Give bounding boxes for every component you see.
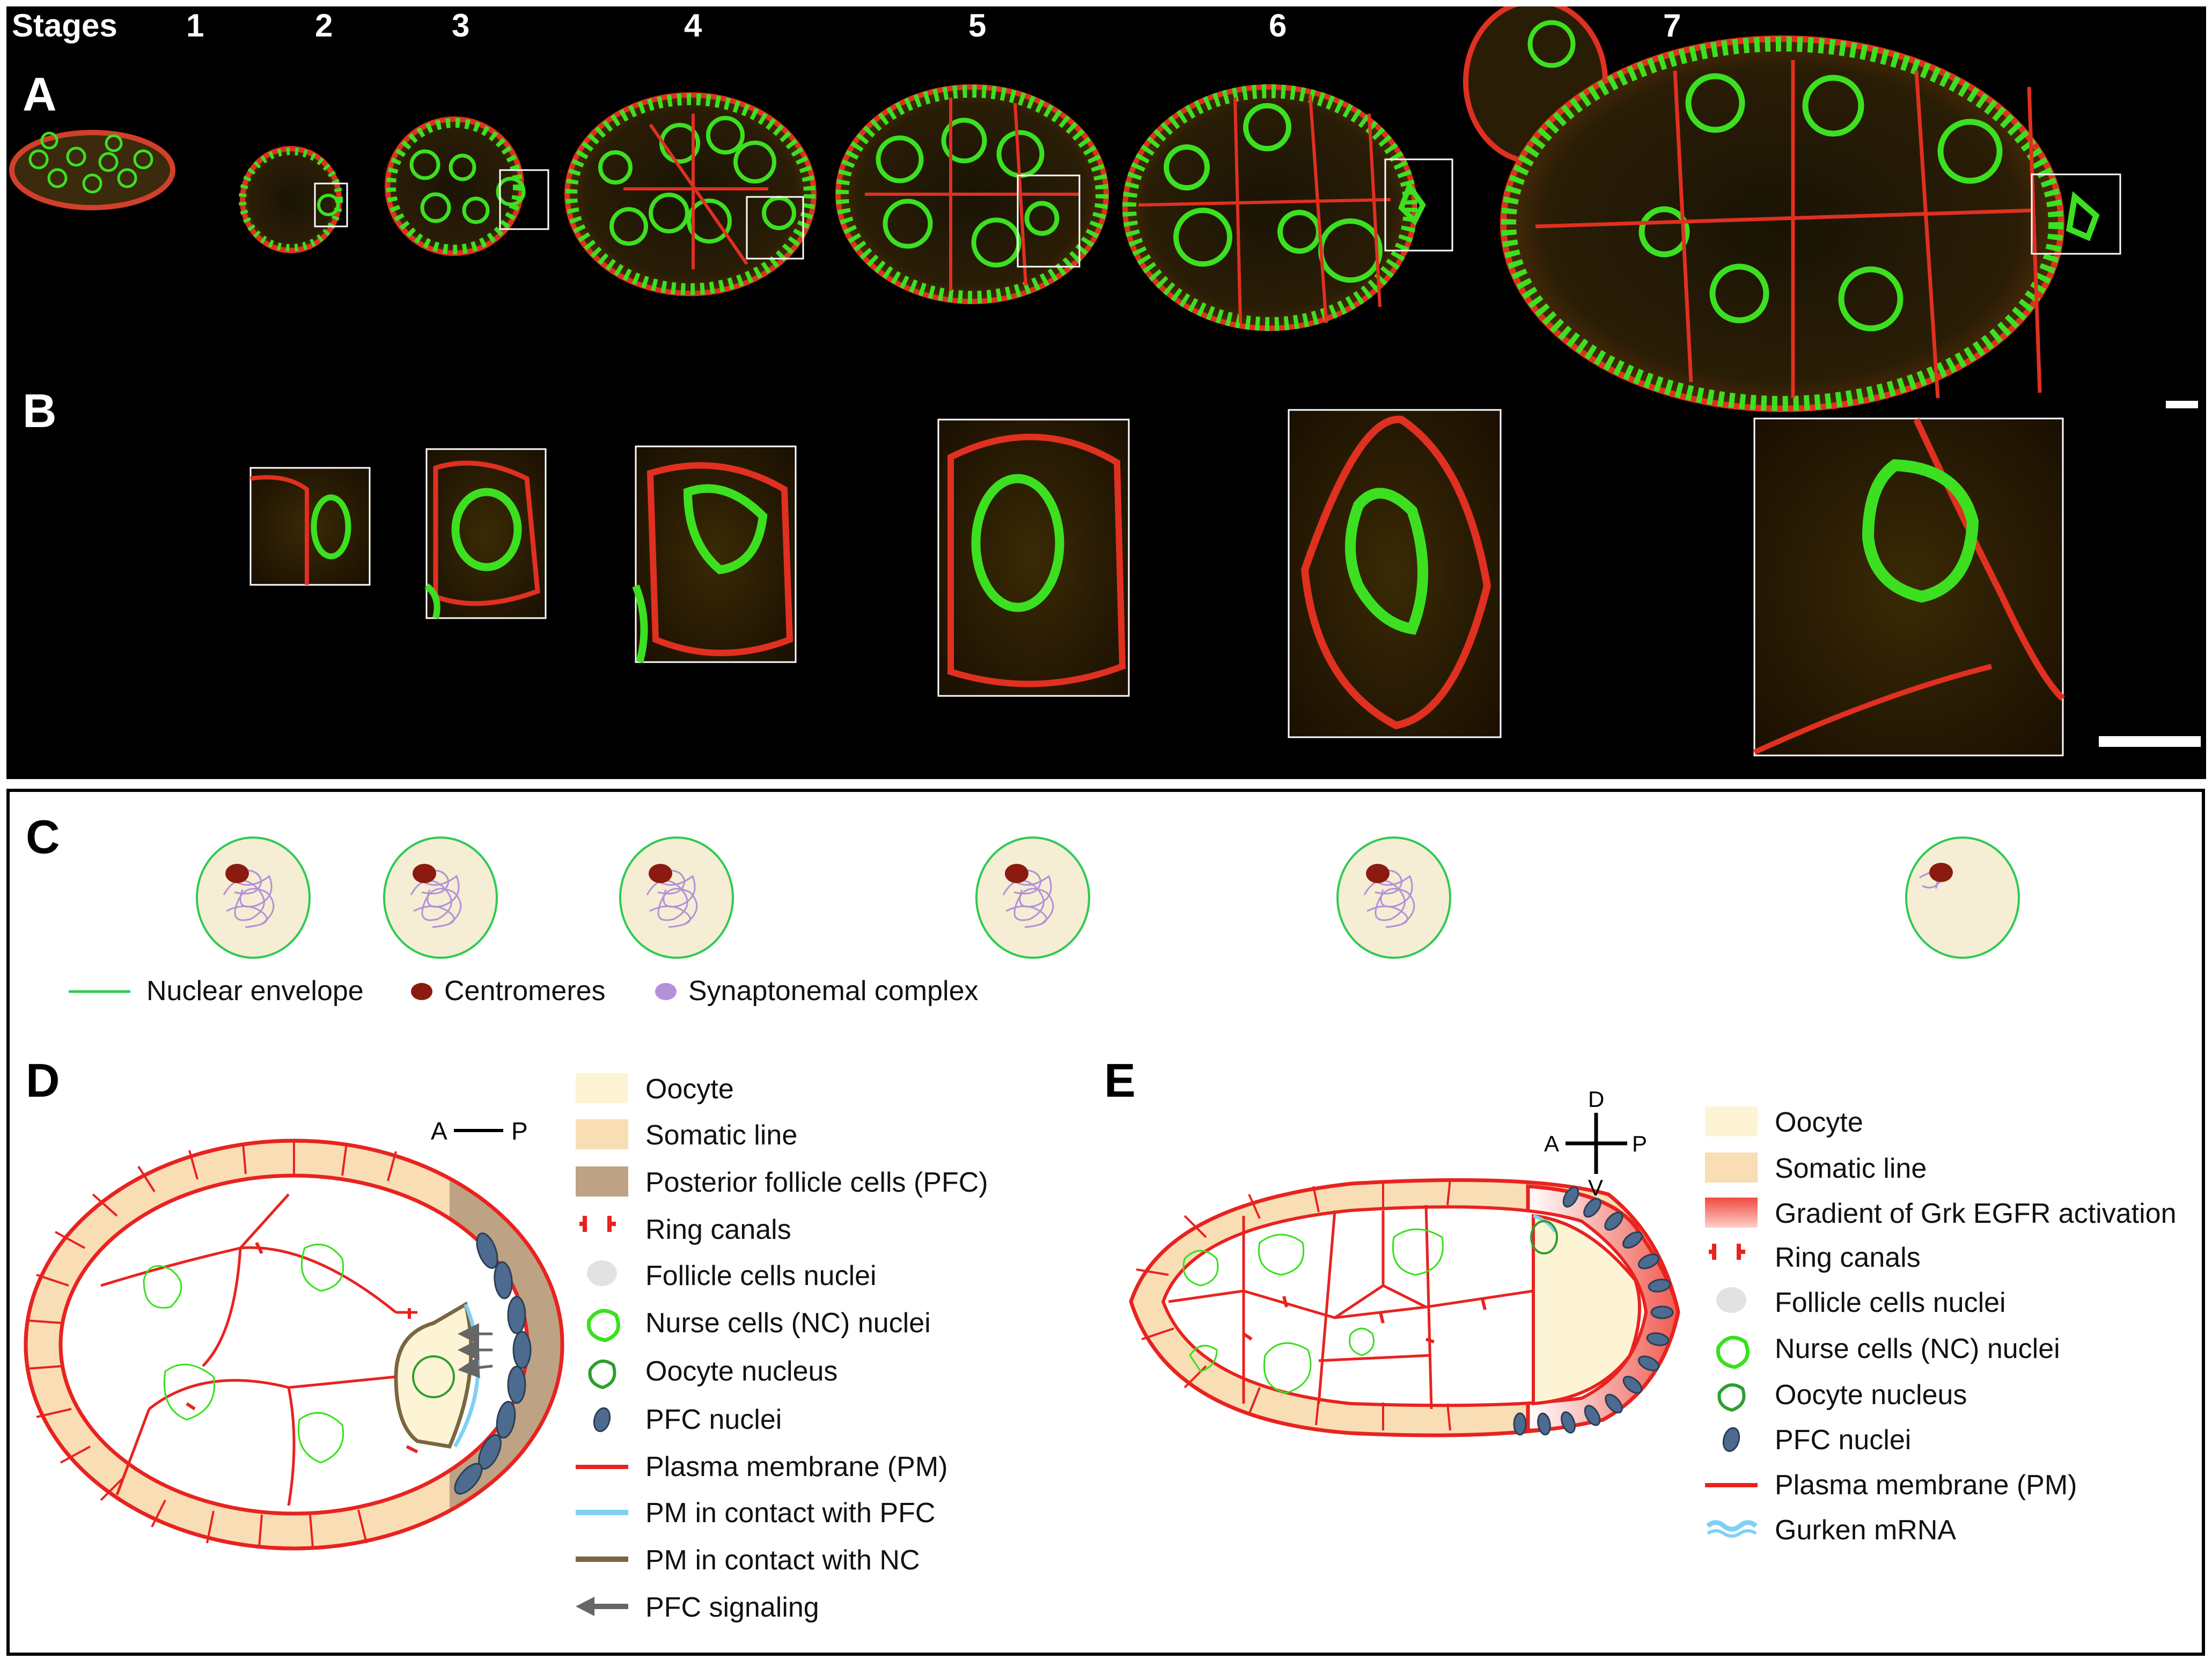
axis-e-d: D xyxy=(1588,1087,1604,1112)
zoom-insets xyxy=(249,409,2201,757)
microscopy-panel: Stages 1 2 3 4 5 6 7 A B xyxy=(6,0,2206,779)
axis-e-a: A xyxy=(1544,1131,1559,1156)
axis-d-p: P xyxy=(511,1117,528,1145)
panel-label-e: E xyxy=(1104,1054,1136,1107)
stage-number-2: 2 xyxy=(315,8,333,43)
legend-e-oocyte: Oocyte xyxy=(1775,1107,1863,1138)
legend-d-plasma-membrane: Plasma membrane (PM) xyxy=(645,1451,948,1482)
legend-nuclear-envelope: Nuclear envelope xyxy=(146,975,364,1007)
legend-centromeres: Centromeres xyxy=(444,975,606,1007)
panel-label-d: D xyxy=(26,1054,60,1107)
nucleus-schematic-stage-7 xyxy=(1905,836,2020,959)
legend-e-swatches xyxy=(1705,1106,1758,1538)
panel-label-a: A xyxy=(23,68,57,121)
legend-d-oocyte: Oocyte xyxy=(645,1074,734,1105)
axis-d-a: A xyxy=(431,1117,447,1145)
legend-d-nc-nuclei: Nurse cells (NC) nuclei xyxy=(645,1308,931,1339)
stage-number-4: 4 xyxy=(684,8,702,43)
egg-chamber-diagrams: A P xyxy=(24,1073,1758,1616)
legend-d-somatic-line: Somatic line xyxy=(645,1120,798,1151)
legend-d-pm-nc: PM in contact with NC xyxy=(645,1545,920,1576)
axis-e-p: P xyxy=(1632,1131,1647,1156)
legend-d-swatches xyxy=(576,1073,628,1616)
nucleus-schematic-stage-2 xyxy=(196,836,311,959)
nucleus-schematic-stage-5 xyxy=(975,836,1090,959)
nuclei-schematics xyxy=(69,836,2020,1000)
stages-header: Stages xyxy=(12,8,117,43)
axis-e-v: V xyxy=(1588,1175,1603,1200)
microscopy-image xyxy=(9,0,2201,757)
legend-e-plasma-membrane: Plasma membrane (PM) xyxy=(1775,1470,2077,1501)
legend-e-somatic-line: Somatic line xyxy=(1775,1153,1927,1184)
panel-d-e: D E xyxy=(6,1033,2205,1656)
panel-c: C xyxy=(6,789,2205,1037)
legend-e-oocyte-nucleus: Oocyte nucleus xyxy=(1775,1379,1967,1411)
legend-d-ring-canals: Ring canals xyxy=(645,1214,791,1245)
stage-number-6: 6 xyxy=(1269,8,1287,43)
legend-d-oocyte-nucleus: Oocyte nucleus xyxy=(645,1356,838,1387)
legend-d-pfc-signaling: PFC signaling xyxy=(645,1592,819,1623)
legend-e-nc-nuclei: Nurse cells (NC) nuclei xyxy=(1775,1333,2060,1364)
panel-label-b: B xyxy=(23,384,57,437)
legend-d-pfc: Posterior follicle cells (PFC) xyxy=(645,1167,988,1198)
legend-d-pfc-nuclei: PFC nuclei xyxy=(645,1404,782,1435)
legend-d-pm-pfc: PM in contact with PFC xyxy=(645,1497,936,1529)
nucleus-schematic-stage-3 xyxy=(383,836,498,959)
stage-number-1: 1 xyxy=(186,8,204,43)
legend-e-ring-canals: Ring canals xyxy=(1775,1242,1921,1273)
nucleus-schematic-stage-6 xyxy=(1336,836,1451,959)
legend-e-grk-gradient: Gradient of Grk EGFR activation xyxy=(1775,1198,2177,1229)
stage-number-5: 5 xyxy=(968,8,987,43)
legend-e-gurken-mrna: Gurken mRNA xyxy=(1775,1515,1957,1546)
stage-number-7: 7 xyxy=(1663,8,1681,43)
legend-d-follicle-nuclei: Follicle cells nuclei xyxy=(645,1260,877,1291)
legend-e-follicle-nuclei: Follicle cells nuclei xyxy=(1775,1287,2006,1318)
diagram-d-egg-chamber: A P xyxy=(24,1117,564,1551)
synaptonemal-swatch xyxy=(655,983,677,1000)
panel-label-c: C xyxy=(26,810,60,863)
nucleus-schematic-stage-4 xyxy=(619,836,734,959)
legend-synaptonemal-complex: Synaptonemal complex xyxy=(688,975,979,1007)
legend-e-pfc-nuclei: PFC nuclei xyxy=(1775,1425,1912,1456)
centromere-swatch xyxy=(411,983,432,1000)
diagram-e-egg-chamber: D V A P xyxy=(1129,1087,1680,1437)
stage-number-3: 3 xyxy=(452,8,470,43)
